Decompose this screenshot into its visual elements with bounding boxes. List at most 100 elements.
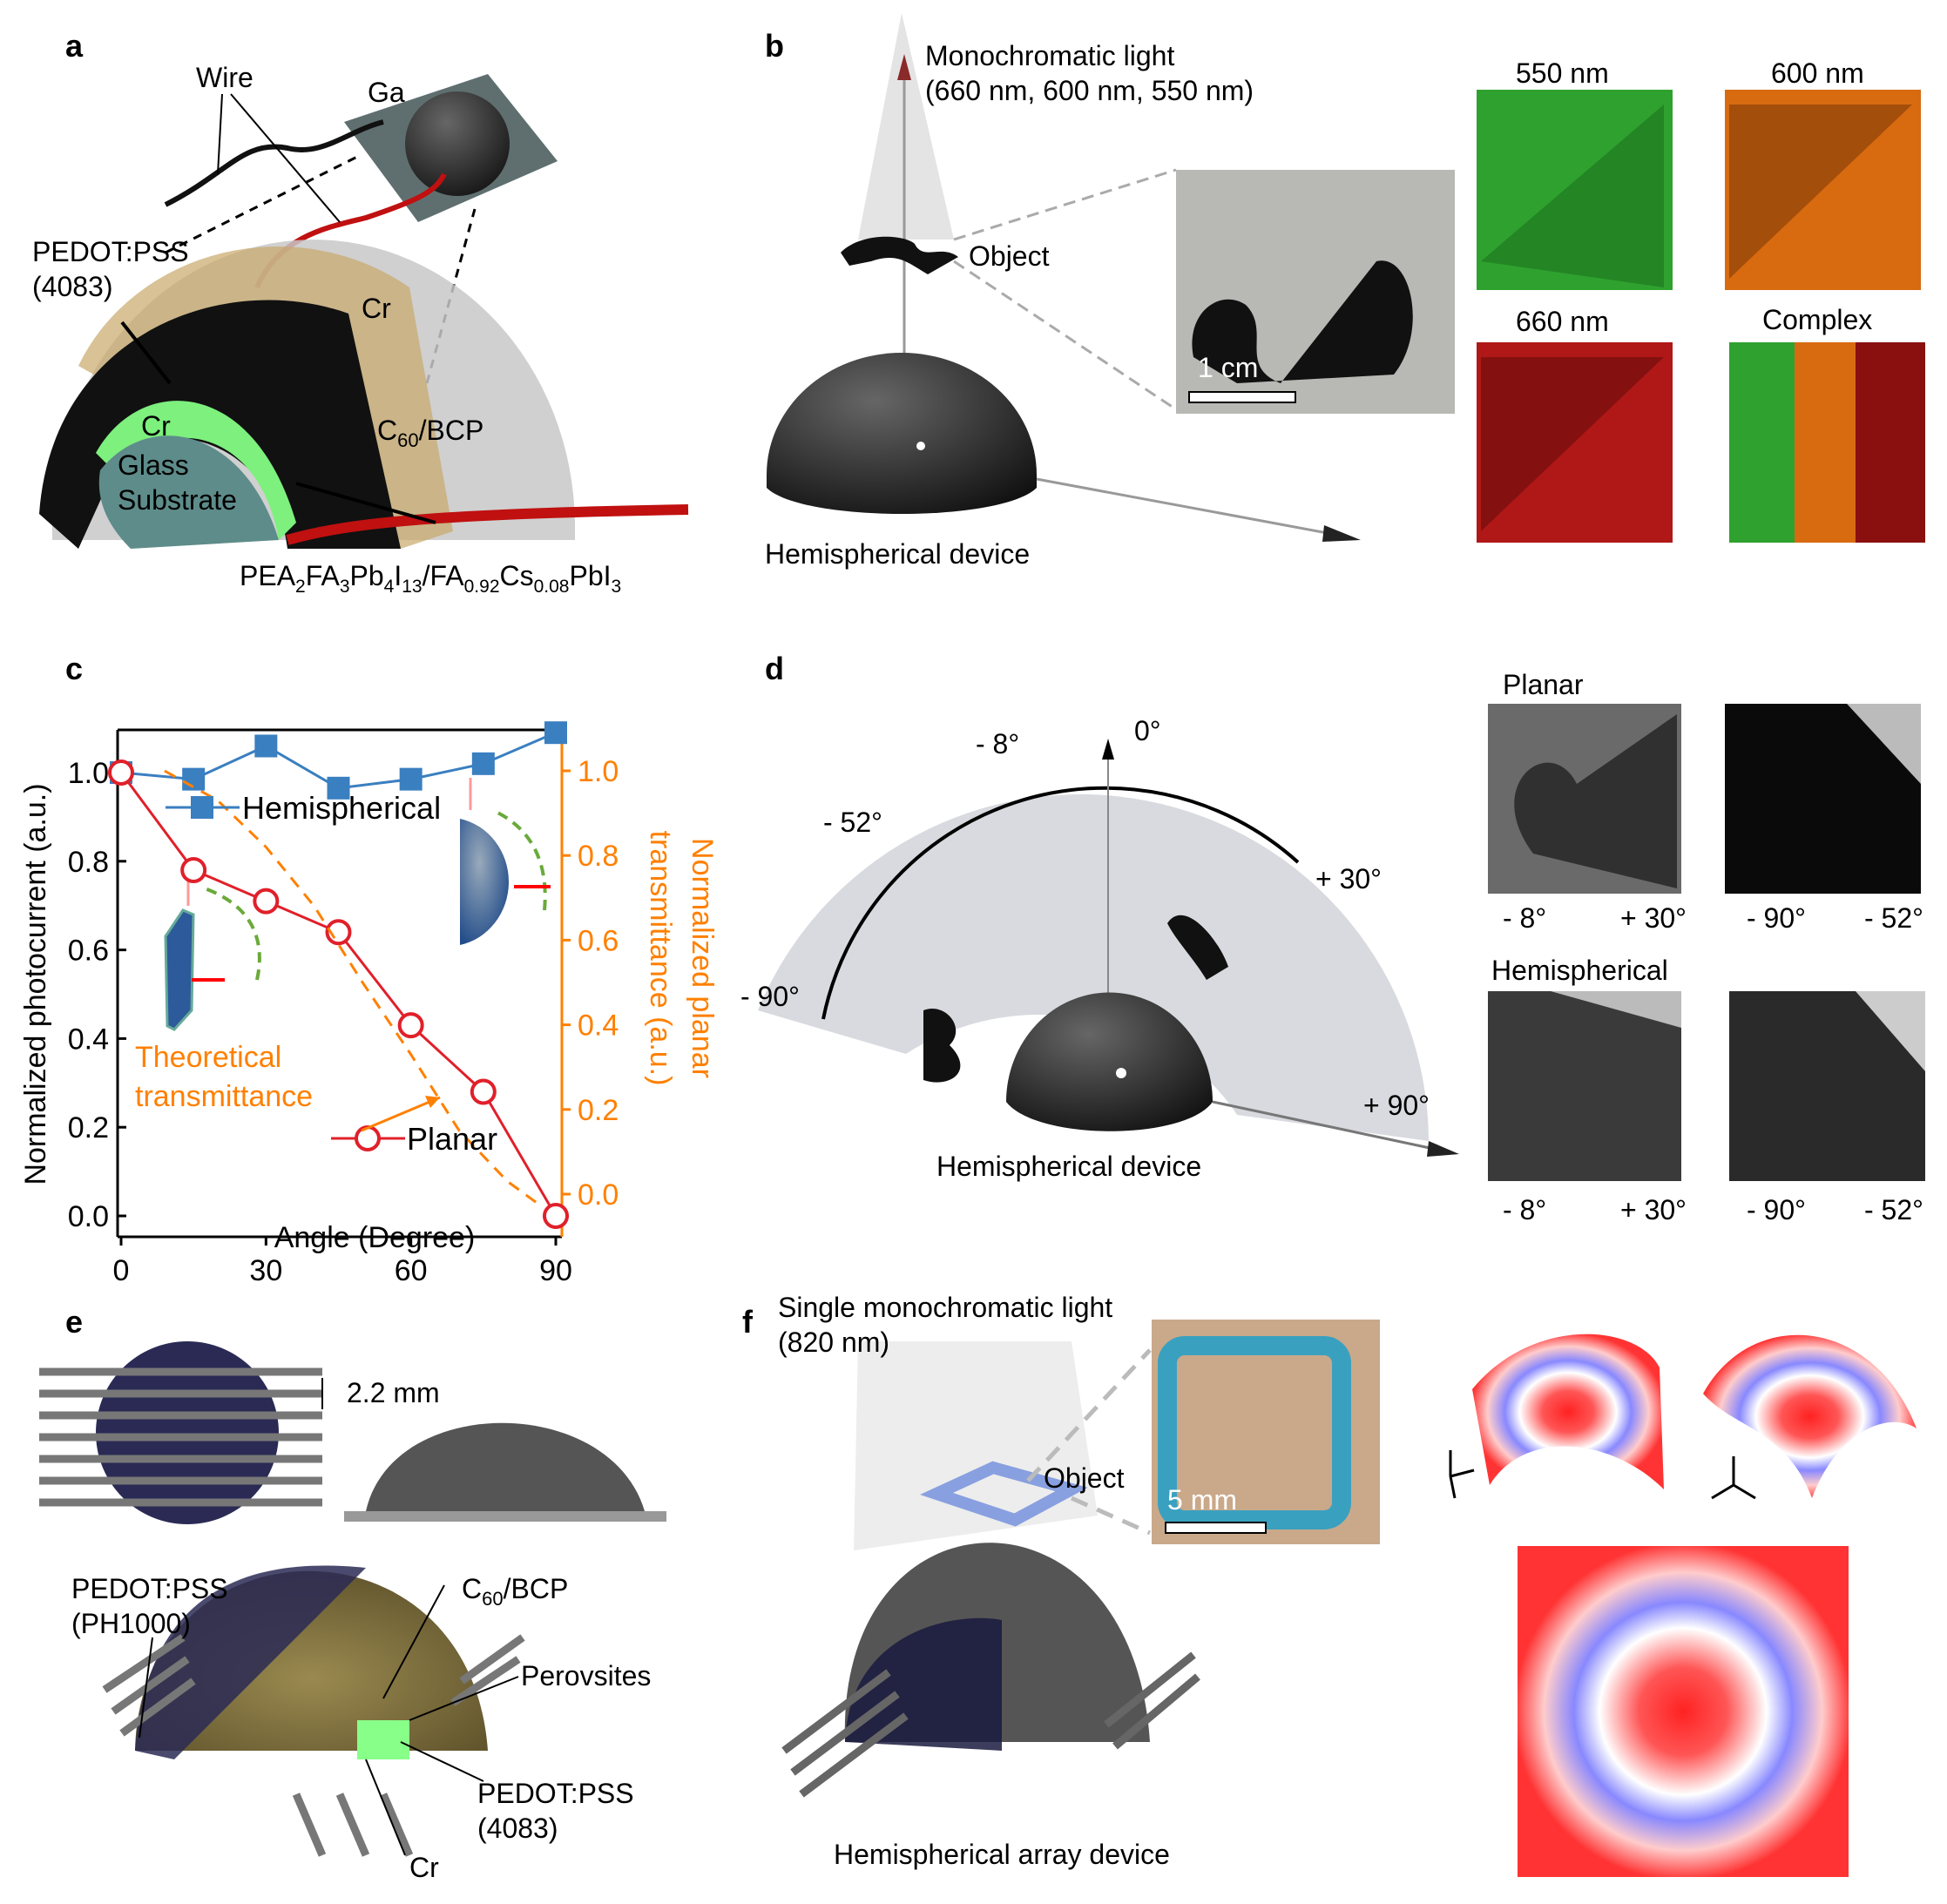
heatmap-3d-view-1 [1472,1333,1664,1489]
pedot-4083-label: PEDOT:PSS [477,1778,634,1809]
planar-point [470,1078,497,1105]
legend-planar-label: Planar [407,1121,497,1157]
light-label-2: (820 nm) [778,1327,889,1358]
angle-label-minus8: - 8° [976,728,1019,760]
hemispherical-point [327,776,350,800]
y-axis-label: Normalized photocurrent (a.u.) [19,783,52,1185]
panel-d: d - 8° 0° - 52° + 30° - 90° + 90° Hemisp… [740,651,1925,1225]
scale-bar-label: 1 cm [1198,352,1258,383]
hemi-img2-left: - 90° [1747,1194,1806,1225]
hemi-img1-right: + 30° [1620,1194,1687,1225]
panel-e: e 2.2 mm PEDOT:PSS (PH1000) C60/BCP Pero… [39,1304,666,1883]
device-label: Hemispherical array device [834,1839,1170,1870]
angle-label-plus90: + 90° [1363,1090,1430,1121]
panel-label: a [65,28,84,64]
cr-top-label: Cr [362,293,391,324]
planar-img2-right: - 52° [1864,902,1923,934]
y2-tick-label: 1.0 [578,755,619,788]
black-wire [164,119,384,207]
angle-arc-region [758,793,1429,1141]
x-tick-label: 90 [539,1254,572,1287]
pedot-4083-sub-label: (4083) [477,1813,558,1844]
panel-a: a Wire Ga PEDOT:PSS (4083) Cr Cr C60/BCP… [32,28,689,597]
y2-tick-label: 0.2 [578,1094,619,1127]
x-axis-label: Angle (Degree) [274,1221,476,1254]
planar-point [253,888,280,915]
perovskite-formula: PEA2FA3Pb4I13/FA0.92Cs0.08PbI3 [240,560,621,597]
legend-planar-marker [355,1125,381,1151]
scale-bar-label: 5 mm [1167,1484,1237,1516]
y-tick-label: 1.0 [68,757,109,790]
image-title-600: 600 nm [1771,57,1864,89]
c60-label: C60/BCP [462,1573,568,1610]
hemisphere-icon [460,819,509,945]
hemispherical-point [544,721,567,745]
legend-hemispherical-label: Hemispherical [242,790,441,826]
planar-point [397,1012,424,1039]
panel-b: b 1 cm Monochromatic light (660 nm, 600 … [765,13,1925,570]
hemispherical-image-1 [1488,991,1681,1181]
planar-point [180,856,207,883]
planar-device-icon [164,908,195,1031]
angle-label-minus52: - 52° [823,807,882,838]
c60-label: C60/BCP [377,415,483,451]
hemispherical-title: Hemispherical [1491,955,1668,986]
light-label-2: (660 nm, 600 nm, 550 nm) [925,75,1254,106]
panel-label: e [65,1304,83,1340]
y-tick-label: 0.4 [68,1023,109,1056]
light-beam [854,1341,1098,1550]
hemispherical-point [399,767,423,791]
x-tick-label: 30 [249,1254,282,1287]
light-label-1: Monochromatic light [925,40,1174,71]
device-label: Hemispherical device [936,1151,1201,1182]
red-wire-bottom [286,504,689,545]
dimension-label: 2.2 mm [347,1377,440,1408]
planar-title: Planar [1503,669,1584,700]
panel-f: f 5 mm Single monochromatic light (820 n… [742,1292,1917,1877]
ga-droplet [405,91,510,196]
hemispherical-point [471,752,495,775]
wire-label: Wire [196,62,254,93]
swan-object [841,236,958,274]
glass-substrate [98,435,279,549]
x-tick-label: 60 [395,1254,428,1287]
light-cone [858,13,954,240]
y2-tick-label: 0.0 [578,1178,619,1212]
axes-icon-2 [1711,1456,1756,1500]
device-label: Hemispherical device [765,538,1030,570]
legend-hemispherical-marker [191,796,213,819]
y-tick-label: 0.6 [68,935,109,968]
hemispherical-point [254,734,278,758]
annotation-line-1: Theoretical [135,1041,281,1074]
planar-img1-right: + 30° [1620,902,1687,934]
object-square [920,1461,1088,1527]
glass-label: Glass [118,449,189,481]
planar-point [543,1203,569,1229]
x-tick-label: 0 [113,1254,130,1287]
y-tick-label: 0.0 [68,1200,109,1233]
y2-tick-label: 0.6 [578,924,619,957]
y2-axis-label-1: Normalized planar [686,838,719,1078]
pedot-ph1000-sub-label: (PH1000) [71,1608,191,1639]
angle-label-plus30: + 30° [1315,863,1382,895]
perovsites-label: Perovsites [521,1660,651,1691]
object-label: Object [969,240,1050,272]
hemisphere-device [767,353,1037,514]
y-tick-label: 0.2 [68,1111,109,1144]
hemispherical-point [182,767,206,791]
pedot-label: PEDOT:PSS [32,236,189,267]
hemi-img1-left: - 8° [1503,1194,1546,1225]
y2-axis-label-2: transmittance (a.u.) [644,831,677,1086]
y-tick-label: 0.8 [68,846,109,879]
theoretical-transmittance-line [164,769,537,1204]
hemi-img2-right: - 52° [1864,1194,1923,1225]
angle-label-minus90: - 90° [740,981,800,1012]
y2-tick-label: 0.4 [578,1009,619,1043]
hemisphere-device [1006,992,1213,1131]
side-view-dome [366,1422,645,1511]
image-title-660: 660 nm [1516,306,1609,337]
planar-img2-left: - 90° [1747,902,1806,934]
panel-label: f [742,1304,754,1340]
panel-label: c [65,651,83,686]
